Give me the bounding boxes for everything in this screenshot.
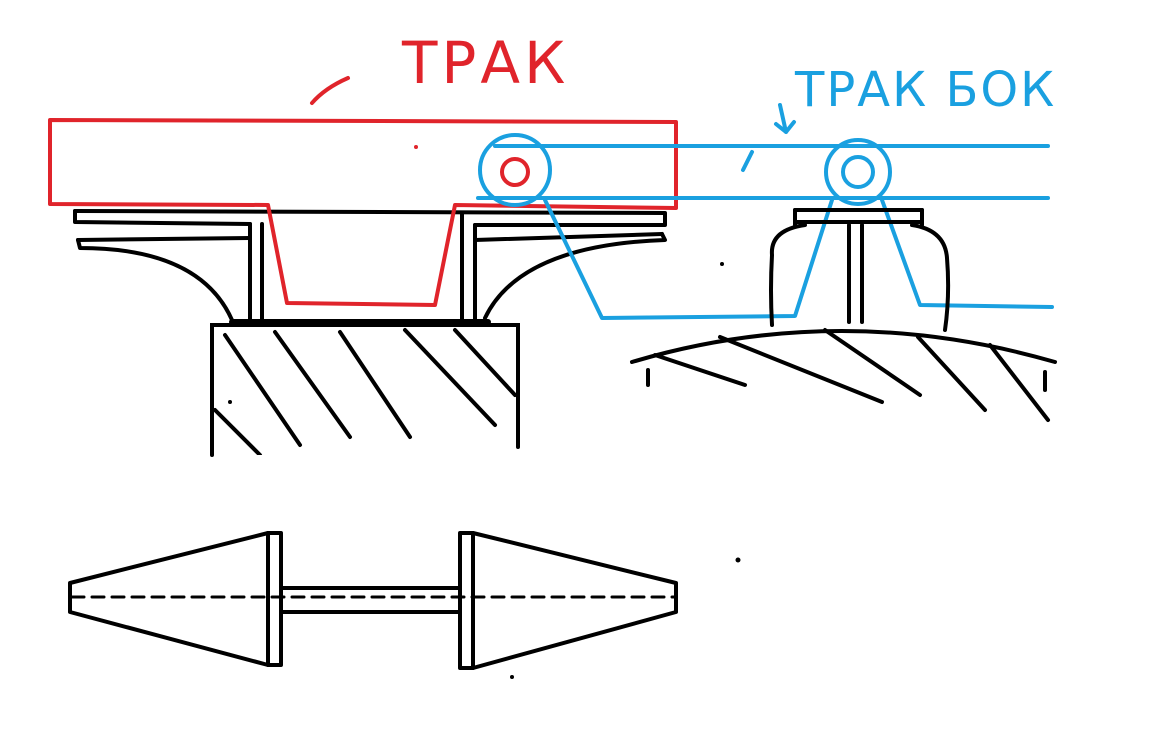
block-hatching [213,328,517,455]
axle-right-collar [458,531,475,670]
hub-right-curve [483,232,667,320]
block-outline [210,323,520,457]
left-hatched-block [210,323,520,457]
track-side-tick [741,150,754,172]
mound-hatching [653,328,1050,422]
track-side-blue [476,103,1054,320]
hub-top-flange-inner [73,209,252,226]
track-side-pin-right-inner [841,155,875,189]
axle-side-view [68,531,678,670]
hub-left-lip [76,236,252,242]
track-side-arrow [774,103,796,134]
axle-right-cone [471,531,678,670]
right-mound [630,328,1057,422]
track-body [48,118,678,307]
track-side-pin-right [824,138,892,206]
hub-left-curve [76,238,234,322]
track-label: ТРАК [401,29,569,97]
axle-left-cone [68,531,270,667]
track-side-tooth-right [880,198,1054,309]
axle-left-collar [266,531,283,667]
track-red [48,76,678,307]
track-pin-red [500,157,530,187]
track-label-stroke [310,76,350,105]
right-wheel-hub [769,208,951,332]
left-wheel-hub [73,209,667,325]
track-side-pin-left [478,133,552,207]
right-hub-right-side [910,223,951,332]
stray-dots [228,262,741,679]
mound-curve [630,329,1057,364]
track-side-tooth-left [543,198,834,320]
hub-top-flange [73,209,667,227]
track-dot [414,145,418,149]
track-side-label: ТРАК БОК [794,62,1056,118]
hub-right-lip [473,232,664,242]
right-hub-left-side [769,223,807,327]
